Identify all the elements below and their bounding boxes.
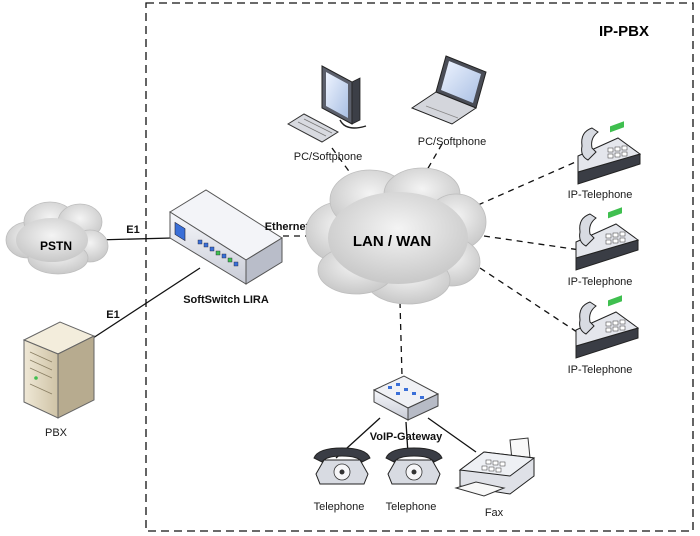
voip-gateway[interactable]: VoIP-Gateway <box>370 375 443 443</box>
ipphone2-label: IP-Telephone <box>568 276 633 288</box>
ip-phone-icon <box>575 207 640 271</box>
laptop-icon <box>410 55 487 125</box>
link-ipphone1-lan <box>477 159 581 206</box>
gateway-icon <box>372 375 440 421</box>
link-gateway-fax <box>427 417 477 453</box>
fax-label: Fax <box>485 507 504 519</box>
link-lan-gateway <box>399 301 403 377</box>
ethernet-label: Ethernet <box>265 221 310 233</box>
ip-telephone-1[interactable]: IP-Telephone <box>568 121 642 201</box>
pc2-label: PC/Softphone <box>418 136 487 148</box>
ipphone1-label: IP-Telephone <box>568 189 633 201</box>
telephone-icon <box>313 447 371 485</box>
lan-wan-label: LAN / WAN <box>353 233 431 250</box>
pbx-e1-label: E1 <box>106 309 119 321</box>
telephone-1[interactable]: Telephone <box>313 447 371 513</box>
pstn-cloud: PSTN <box>5 201 109 275</box>
tel1-label: Telephone <box>314 501 365 513</box>
ip-telephone-2[interactable]: IP-Telephone <box>568 207 640 288</box>
pc-softphone-1[interactable]: PC/Softphone <box>286 65 367 163</box>
telephone-2[interactable]: Telephone <box>385 447 443 513</box>
link-pbx-softswitch <box>89 267 201 341</box>
server-icon <box>22 321 96 419</box>
tel2-label: Telephone <box>386 501 437 513</box>
ip-phone-icon <box>575 295 640 359</box>
monitor-icon <box>321 65 367 129</box>
link-ipphone2-lan <box>483 235 581 251</box>
ip-phone-icon <box>577 121 642 185</box>
pstn-e1-label: E1 <box>126 224 139 236</box>
pstn-label: PSTN <box>40 239 72 253</box>
cloud-icon <box>5 201 109 275</box>
fax-device[interactable]: Fax <box>454 437 536 519</box>
link-ipphone3-lan <box>479 267 581 335</box>
pc1-label: PC/Softphone <box>294 151 363 163</box>
softswitch-label: SoftSwitch LIRA <box>183 294 269 306</box>
softswitch-device[interactable]: SoftSwitch LIRA <box>169 189 283 306</box>
cloud-icon <box>305 167 487 305</box>
softswitch-icon <box>169 189 283 285</box>
telephone-icon <box>385 447 443 485</box>
ipphone3-label: IP-Telephone <box>568 364 633 376</box>
keyboard-icon <box>286 113 340 143</box>
ip-telephone-3[interactable]: IP-Telephone <box>568 295 640 376</box>
lan-wan-cloud: LAN / WAN <box>305 167 487 305</box>
connection-lines <box>89 143 581 459</box>
pc-softphone-2[interactable]: PC/Softphone <box>410 55 487 148</box>
gateway-label: VoIP-Gateway <box>370 431 443 443</box>
fax-icon <box>454 437 536 497</box>
ip-pbx-label: IP-PBX <box>599 23 649 40</box>
ip-pbx-boundary <box>145 2 694 532</box>
link-pstn-softswitch <box>95 237 173 241</box>
pbx-label: PBX <box>45 427 68 439</box>
pbx-device[interactable]: PBX <box>22 321 96 439</box>
